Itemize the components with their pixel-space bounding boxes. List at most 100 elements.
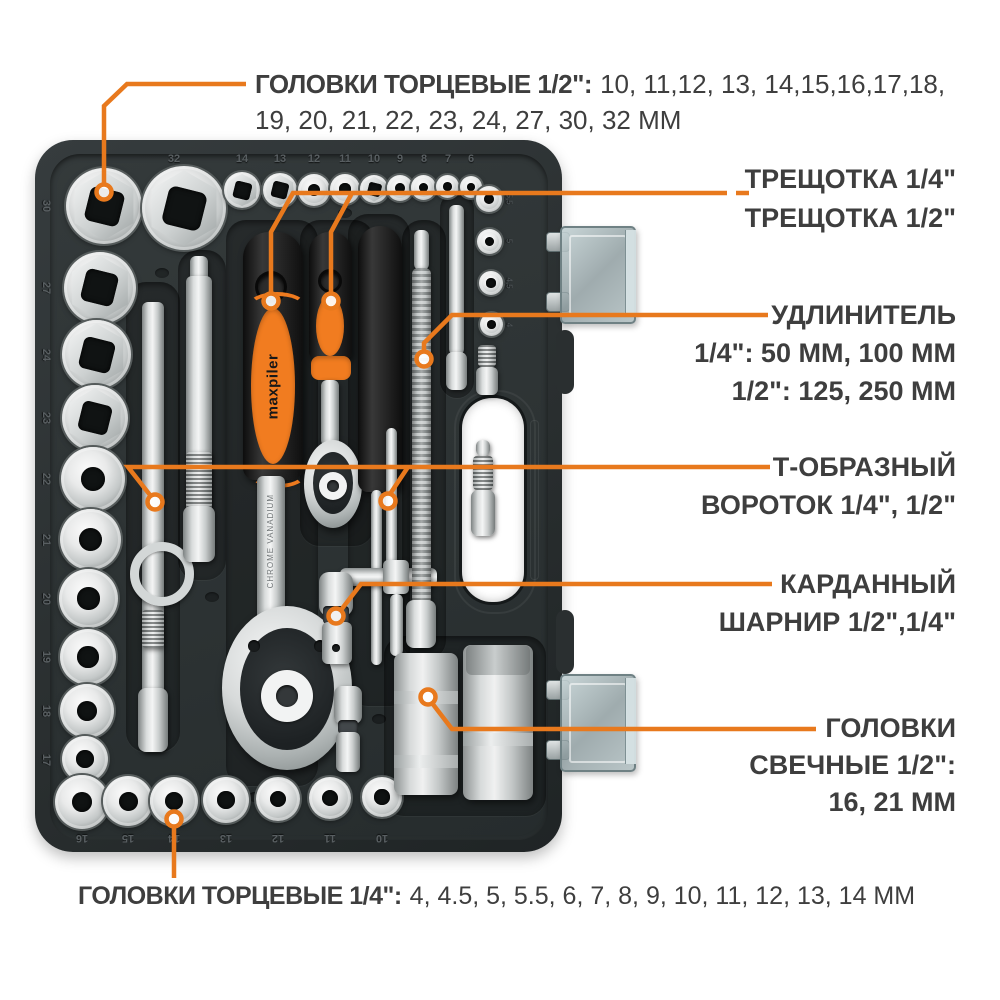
t-bar-socket-end	[138, 688, 168, 752]
t-bar-ring	[130, 542, 194, 606]
socket-11mm-q	[330, 174, 360, 204]
callout-line: ТРЕЩОТКА 1/2"	[744, 203, 956, 233]
size-label: 10	[375, 832, 389, 844]
callout-line: Т-ОБРАЗНЫЙ	[772, 452, 956, 482]
latch-body	[560, 674, 636, 772]
cardan-bottom	[322, 622, 352, 664]
callout-extensions-text: УДЛИНИТЕЛЬ 1/4": 50 ММ, 100 ММ 1/2": 125…	[694, 296, 956, 410]
extension-tip	[476, 440, 490, 456]
callout-spark-text: ГОЛОВКИ СВЕЧНЫЕ 1/2": 16, 21 ММ	[749, 710, 956, 821]
extension-socket-end	[183, 506, 215, 562]
socket-13mm-q	[263, 173, 297, 207]
size-label: 11	[324, 832, 336, 844]
callout-label: ГОЛОВКИ ТОРЦЕВЫЕ 1/4":	[78, 882, 402, 910]
size-label: 24	[40, 348, 52, 362]
callout-line: 1/2": 125, 250 ММ	[731, 376, 956, 406]
size-label: 13	[219, 832, 233, 844]
size-label: 5,5	[504, 193, 514, 205]
tray-dimple	[338, 208, 352, 218]
case-edge-bump	[556, 610, 574, 674]
size-label: 5	[504, 238, 514, 244]
callout-line: СВЕЧНЫЕ 1/2":	[749, 750, 956, 780]
brand-oval: maxpiler	[251, 308, 295, 464]
size-label: 14	[167, 832, 181, 844]
callout-line: ВОРОТОК 1/4", 1/2"	[701, 490, 956, 520]
size-label: 22	[40, 472, 52, 486]
callout-sockets-quarter-text: ГОЛОВКИ ТОРЦЕВЫЕ 1/4":4, 4.5, 5, 5.5, 6,…	[78, 882, 915, 911]
socket-band	[463, 733, 533, 746]
socket-17mm	[62, 736, 108, 782]
size-label: 20	[40, 592, 52, 606]
case-ridge-line	[530, 420, 539, 580]
cardan-joint	[338, 720, 358, 734]
socket-8mm-q	[411, 175, 436, 200]
brand-oval-small	[316, 296, 344, 356]
extension-socket-end	[446, 352, 467, 390]
callout-sockets-half-text: ГОЛОВКИ ТОРЦЕВЫЕ 1/2":10, 11,12, 13, 14,…	[255, 66, 945, 138]
spark-plug-socket-21	[463, 645, 533, 800]
extension-socket-end	[476, 367, 498, 395]
callout-line: ТРЕЩОТКА 1/4"	[744, 164, 956, 194]
t-bar-slider-block	[383, 560, 409, 594]
handle-orange-band	[311, 356, 351, 380]
ratchet-shaft: CHROME VANADIUM	[257, 476, 285, 626]
head-screw	[248, 640, 260, 652]
size-label: 16	[75, 832, 89, 844]
socket-13mm	[203, 777, 249, 823]
cardan-top	[334, 686, 362, 724]
socket-16mm	[55, 775, 109, 829]
socket-19mm	[60, 629, 116, 685]
extension-shaft	[449, 205, 464, 355]
brand-text: maxpiler	[264, 353, 282, 419]
socket-12mm-q	[298, 174, 330, 206]
socket-7mm-q	[436, 175, 459, 198]
size-label: 21	[40, 533, 52, 547]
size-label: 17	[40, 753, 52, 767]
tray-dimple	[155, 268, 169, 278]
size-label: 6	[467, 153, 475, 165]
size-label: 27	[40, 281, 52, 295]
latch-panel	[569, 683, 627, 763]
callout-line: ГОЛОВКИ	[825, 713, 956, 743]
size-label: 12	[271, 832, 285, 844]
socket-32mm	[142, 166, 226, 250]
shaft-marking: CHROME VANADIUM	[266, 494, 275, 589]
socket-27mm	[64, 252, 136, 324]
tray-dimple	[248, 792, 262, 802]
size-label: 18	[40, 704, 52, 718]
size-label: 11	[339, 153, 351, 165]
socket-4.5mm-q	[479, 271, 503, 295]
socket-band	[394, 691, 458, 704]
callout-values: 19, 20, 21, 22, 23, 24, 27, 30, 32 ММ	[255, 105, 682, 135]
socket-4mm-q	[480, 313, 503, 336]
extension-knurl	[186, 452, 212, 508]
latch-body	[560, 226, 636, 324]
callout-line: ШАРНИР 1/2",1/4"	[718, 607, 956, 637]
size-label: 13	[273, 153, 287, 165]
tray-dimple	[205, 592, 219, 602]
socket-14mm-q	[224, 172, 260, 208]
flex-shaft	[412, 268, 431, 604]
callout-line: КАРДАННЫЙ	[780, 569, 956, 599]
case-edge-bump	[556, 330, 574, 394]
size-label: 4,5	[504, 277, 514, 289]
callout-label: ГОЛОВКИ ТОРЦЕВЫЕ 1/2":	[255, 69, 593, 99]
callout-line: 16, 21 ММ	[828, 787, 956, 817]
cardan-pin	[332, 644, 340, 652]
callout-line: ГОЛОВКИ ТОРЦЕВЫЕ 1/2":10, 11,12, 13, 14,…	[255, 66, 945, 102]
socket-21mm	[60, 509, 121, 570]
t-bar-rod	[386, 428, 397, 568]
latch-edge	[625, 230, 636, 316]
size-label: 4	[504, 322, 514, 328]
callout-t-bar-text: Т-ОБРАЗНЫЙ ВОРОТОК 1/4", 1/2"	[701, 448, 956, 524]
size-label: 10	[367, 153, 381, 165]
size-label: 32	[167, 153, 181, 165]
size-label: 30	[40, 199, 52, 213]
callout-line: УДЛИНИТЕЛЬ	[771, 300, 956, 330]
extension-knurl	[473, 456, 493, 490]
flex-tip	[414, 230, 429, 270]
socket-12mm	[256, 777, 300, 821]
callout-cardan-text: КАРДАННЫЙ ШАРНИР 1/2",1/4"	[719, 565, 956, 641]
cardan-bottom	[336, 732, 360, 772]
